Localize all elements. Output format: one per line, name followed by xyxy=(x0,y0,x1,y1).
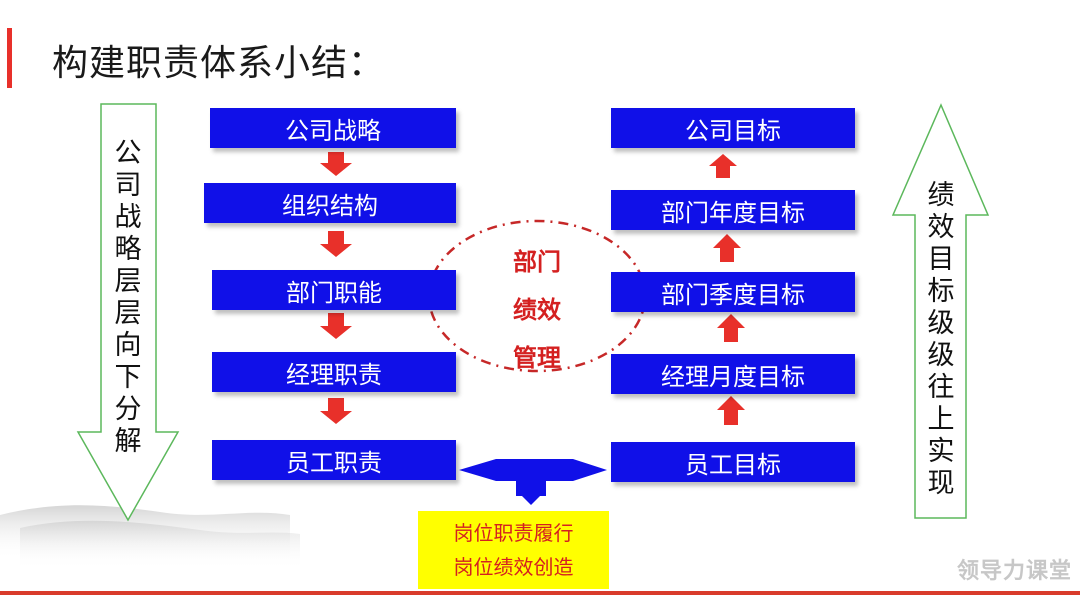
center-label-line: 管理 xyxy=(513,344,561,372)
center-label-line: 部门 xyxy=(513,248,561,276)
left-chain-box-2: 组织结构 xyxy=(204,183,456,223)
right-chain-label: 员工目标 xyxy=(685,450,781,479)
left-arrow-text: 公司战略层层向下分解 xyxy=(114,138,142,457)
center-label: 部门 绩效 管理 xyxy=(491,238,583,382)
down-arrow-icon xyxy=(320,231,352,257)
up-arrow-icon xyxy=(717,396,745,425)
right-chain-label: 公司目标 xyxy=(685,116,781,145)
right-chain-box-1: 公司目标 xyxy=(611,108,855,148)
left-chain-label: 经理职责 xyxy=(286,360,382,389)
right-chain-box-3: 部门季度目标 xyxy=(611,272,855,312)
down-arrow-icon xyxy=(320,313,352,339)
left-chain-arrows xyxy=(320,152,352,424)
left-chain-label: 组织结构 xyxy=(282,191,378,220)
bottom-highlight-box: 岗位职责履行 岗位绩效创造 xyxy=(418,511,609,589)
left-chain-label: 公司战略 xyxy=(285,116,381,145)
left-chain-label: 部门职能 xyxy=(286,278,382,307)
right-chain-label: 经理月度目标 xyxy=(661,362,805,391)
up-arrow-icon xyxy=(717,314,745,342)
left-chain-box-5: 员工职责 xyxy=(212,440,456,480)
right-chain-label: 部门季度目标 xyxy=(661,280,805,309)
left-chain-box-3: 部门职能 xyxy=(212,270,456,310)
double-arrow-icon xyxy=(459,459,607,505)
left-chain-label: 员工职责 xyxy=(286,448,382,477)
right-chain-label: 部门年度目标 xyxy=(661,198,805,227)
left-chain-box-4: 经理职责 xyxy=(212,352,456,392)
bottom-box-line: 岗位职责履行 xyxy=(453,521,574,545)
bottom-box-line: 岗位绩效创造 xyxy=(453,555,574,579)
up-arrow-icon xyxy=(713,234,741,262)
right-chain-box-2: 部门年度目标 xyxy=(611,190,855,230)
left-chain-box-1: 公司战略 xyxy=(210,108,456,148)
down-arrow-icon xyxy=(320,398,352,424)
right-chain-arrows xyxy=(709,154,745,425)
right-chain-box-4: 经理月度目标 xyxy=(611,354,855,394)
left-down-outline-arrow xyxy=(76,103,180,522)
up-arrow-icon xyxy=(709,154,737,178)
title-accent-bar xyxy=(7,28,12,88)
down-arrow-icon xyxy=(320,152,352,176)
page-title: 构建职责体系小结： xyxy=(52,43,386,84)
watermark-logo: 领导力课堂 xyxy=(956,559,1072,584)
right-up-outline-arrow xyxy=(891,103,990,519)
center-label-line: 绩效 xyxy=(513,296,561,324)
right-chain-box-5: 员工目标 xyxy=(611,442,855,482)
right-arrow-text: 绩效目标级级往上实现 xyxy=(927,180,955,499)
landscape-decoration xyxy=(0,505,300,570)
bottom-rule xyxy=(0,591,1080,595)
